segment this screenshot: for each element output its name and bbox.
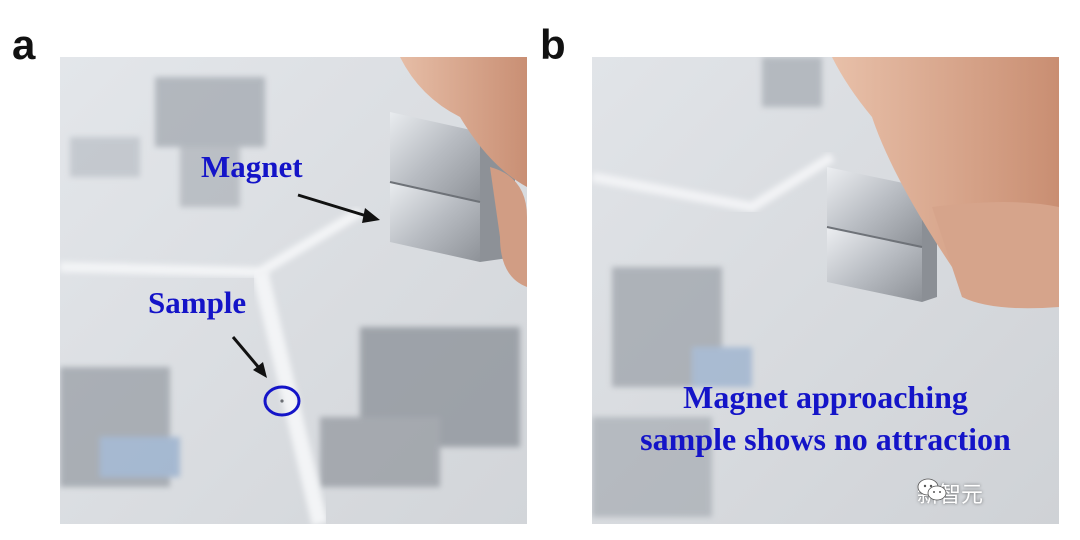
fingers: [832, 57, 1059, 309]
photo-panel-b: Magnet approaching sample shows no attra…: [592, 57, 1059, 524]
panel-letter-a: a: [12, 21, 36, 68]
sample-circle: [263, 385, 301, 417]
caption-line-1: Magnet approaching: [683, 379, 968, 415]
wechat-icon: [917, 478, 947, 501]
panel-b-caption: Magnet approaching sample shows no attra…: [592, 377, 1059, 460]
sample-label: Sample: [148, 285, 247, 320]
photo-b-scene: [592, 57, 1059, 524]
photo-a-scene: [60, 57, 527, 524]
caption-line-2: sample shows no attraction: [640, 420, 1011, 457]
arrow-to-sample: [231, 336, 267, 378]
fingers: [400, 57, 527, 287]
panel-letter-b: b: [540, 21, 566, 68]
photo-panel-a: Magnet Sample: [60, 57, 527, 524]
arrow-to-magnet: [297, 193, 380, 223]
magnet-label: Magnet: [201, 149, 303, 184]
magnet-block: [826, 167, 937, 302]
watermark: 新智元: [917, 477, 983, 509]
